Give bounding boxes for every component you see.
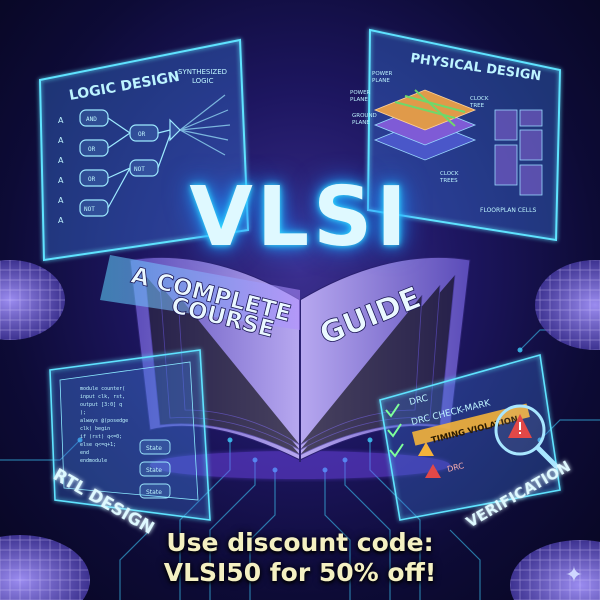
checkmark-icon xyxy=(385,403,404,458)
input-label: A xyxy=(58,116,64,125)
svg-text:end: end xyxy=(80,450,89,456)
fsm-state: State xyxy=(146,489,162,496)
verification-item: DRC xyxy=(408,394,429,408)
chip-layers-icon xyxy=(373,89,477,161)
synthesized-label: SYNTHESIZED xyxy=(178,68,227,76)
svg-text:else q<=q+1;: else q<=q+1; xyxy=(80,442,116,448)
error-icon xyxy=(425,464,441,478)
clock-trees-label: CLOCK xyxy=(440,171,459,177)
promo-line-1: Use discount code: xyxy=(166,528,434,557)
power-plane-label: POWER xyxy=(372,71,393,77)
wafer-bottom-left-icon xyxy=(0,535,90,600)
clock-trees-label: TREES xyxy=(439,178,458,184)
svg-text:always @(posedge: always @(posedge xyxy=(80,418,128,424)
power-plane-label: POWER xyxy=(350,90,371,96)
svg-text:output [3:0] q: output [3:0] q xyxy=(80,402,122,408)
wafer-bottom-right-icon xyxy=(510,540,600,600)
logic-gates-icon xyxy=(79,94,231,217)
warning-icon xyxy=(418,442,434,456)
svg-text:input clk, rst,: input clk, rst, xyxy=(80,394,125,400)
clock-tree-label: TREE xyxy=(469,103,485,109)
svg-text:endmodule: endmodule xyxy=(80,458,107,464)
fsm-state: State xyxy=(146,467,162,474)
power-plane-label: PLANE xyxy=(372,78,390,84)
magnifier-icon xyxy=(494,404,559,469)
promo-line-2: VLSI50 for 50% off! xyxy=(163,558,437,587)
fsm-state: State xyxy=(146,445,162,452)
gate-label: OR xyxy=(88,146,96,153)
input-label: A xyxy=(58,176,64,185)
input-label: A xyxy=(58,216,64,225)
gate-label: OR xyxy=(88,176,96,183)
main-title: VLSI xyxy=(189,170,411,265)
floorplan-label: FLOORPLAN CELLS xyxy=(480,207,536,214)
gate-label: AND xyxy=(86,116,97,123)
promo-text: Use discount code: VLSI50 for 50% off! xyxy=(0,528,600,588)
svg-text:if (rst) q<=0;: if (rst) q<=0; xyxy=(80,434,122,440)
wafer-right-icon xyxy=(535,260,600,350)
ground-plane-label: PLANE xyxy=(352,120,370,126)
logic-label: LOGIC xyxy=(192,77,214,85)
circuit-traces xyxy=(0,329,600,600)
wafer-left-icon xyxy=(0,260,65,340)
sparkle-icon: ✦ xyxy=(564,563,584,588)
gate-label: NOT xyxy=(84,206,95,213)
fsm-diagram-icon xyxy=(139,439,171,499)
rtl-code-block: module counter( input clk, rst, output [… xyxy=(80,386,128,464)
verification-item: DRC xyxy=(446,461,465,474)
input-label: A xyxy=(58,136,64,145)
input-label: A xyxy=(58,196,64,205)
svg-text:);: ); xyxy=(80,410,86,416)
gate-label: OR xyxy=(138,131,146,138)
svg-text:module counter(: module counter( xyxy=(80,386,125,392)
power-plane-label: PLANE xyxy=(350,97,368,103)
logic-design-panel: LOGIC DESIGN SYNTHESIZED LOGIC AND OR OR… xyxy=(38,38,250,262)
rtl-design-panel: module counter( input clk, rst, output [… xyxy=(49,349,211,539)
input-label: A xyxy=(58,156,64,165)
ground-plane-label: GROUND xyxy=(352,113,377,119)
clock-tree-label: CLOCK xyxy=(470,96,489,102)
gate-label: NOT xyxy=(134,166,145,173)
svg-text:clk) begin: clk) begin xyxy=(80,426,110,432)
floorplan-cells-icon xyxy=(494,109,543,196)
